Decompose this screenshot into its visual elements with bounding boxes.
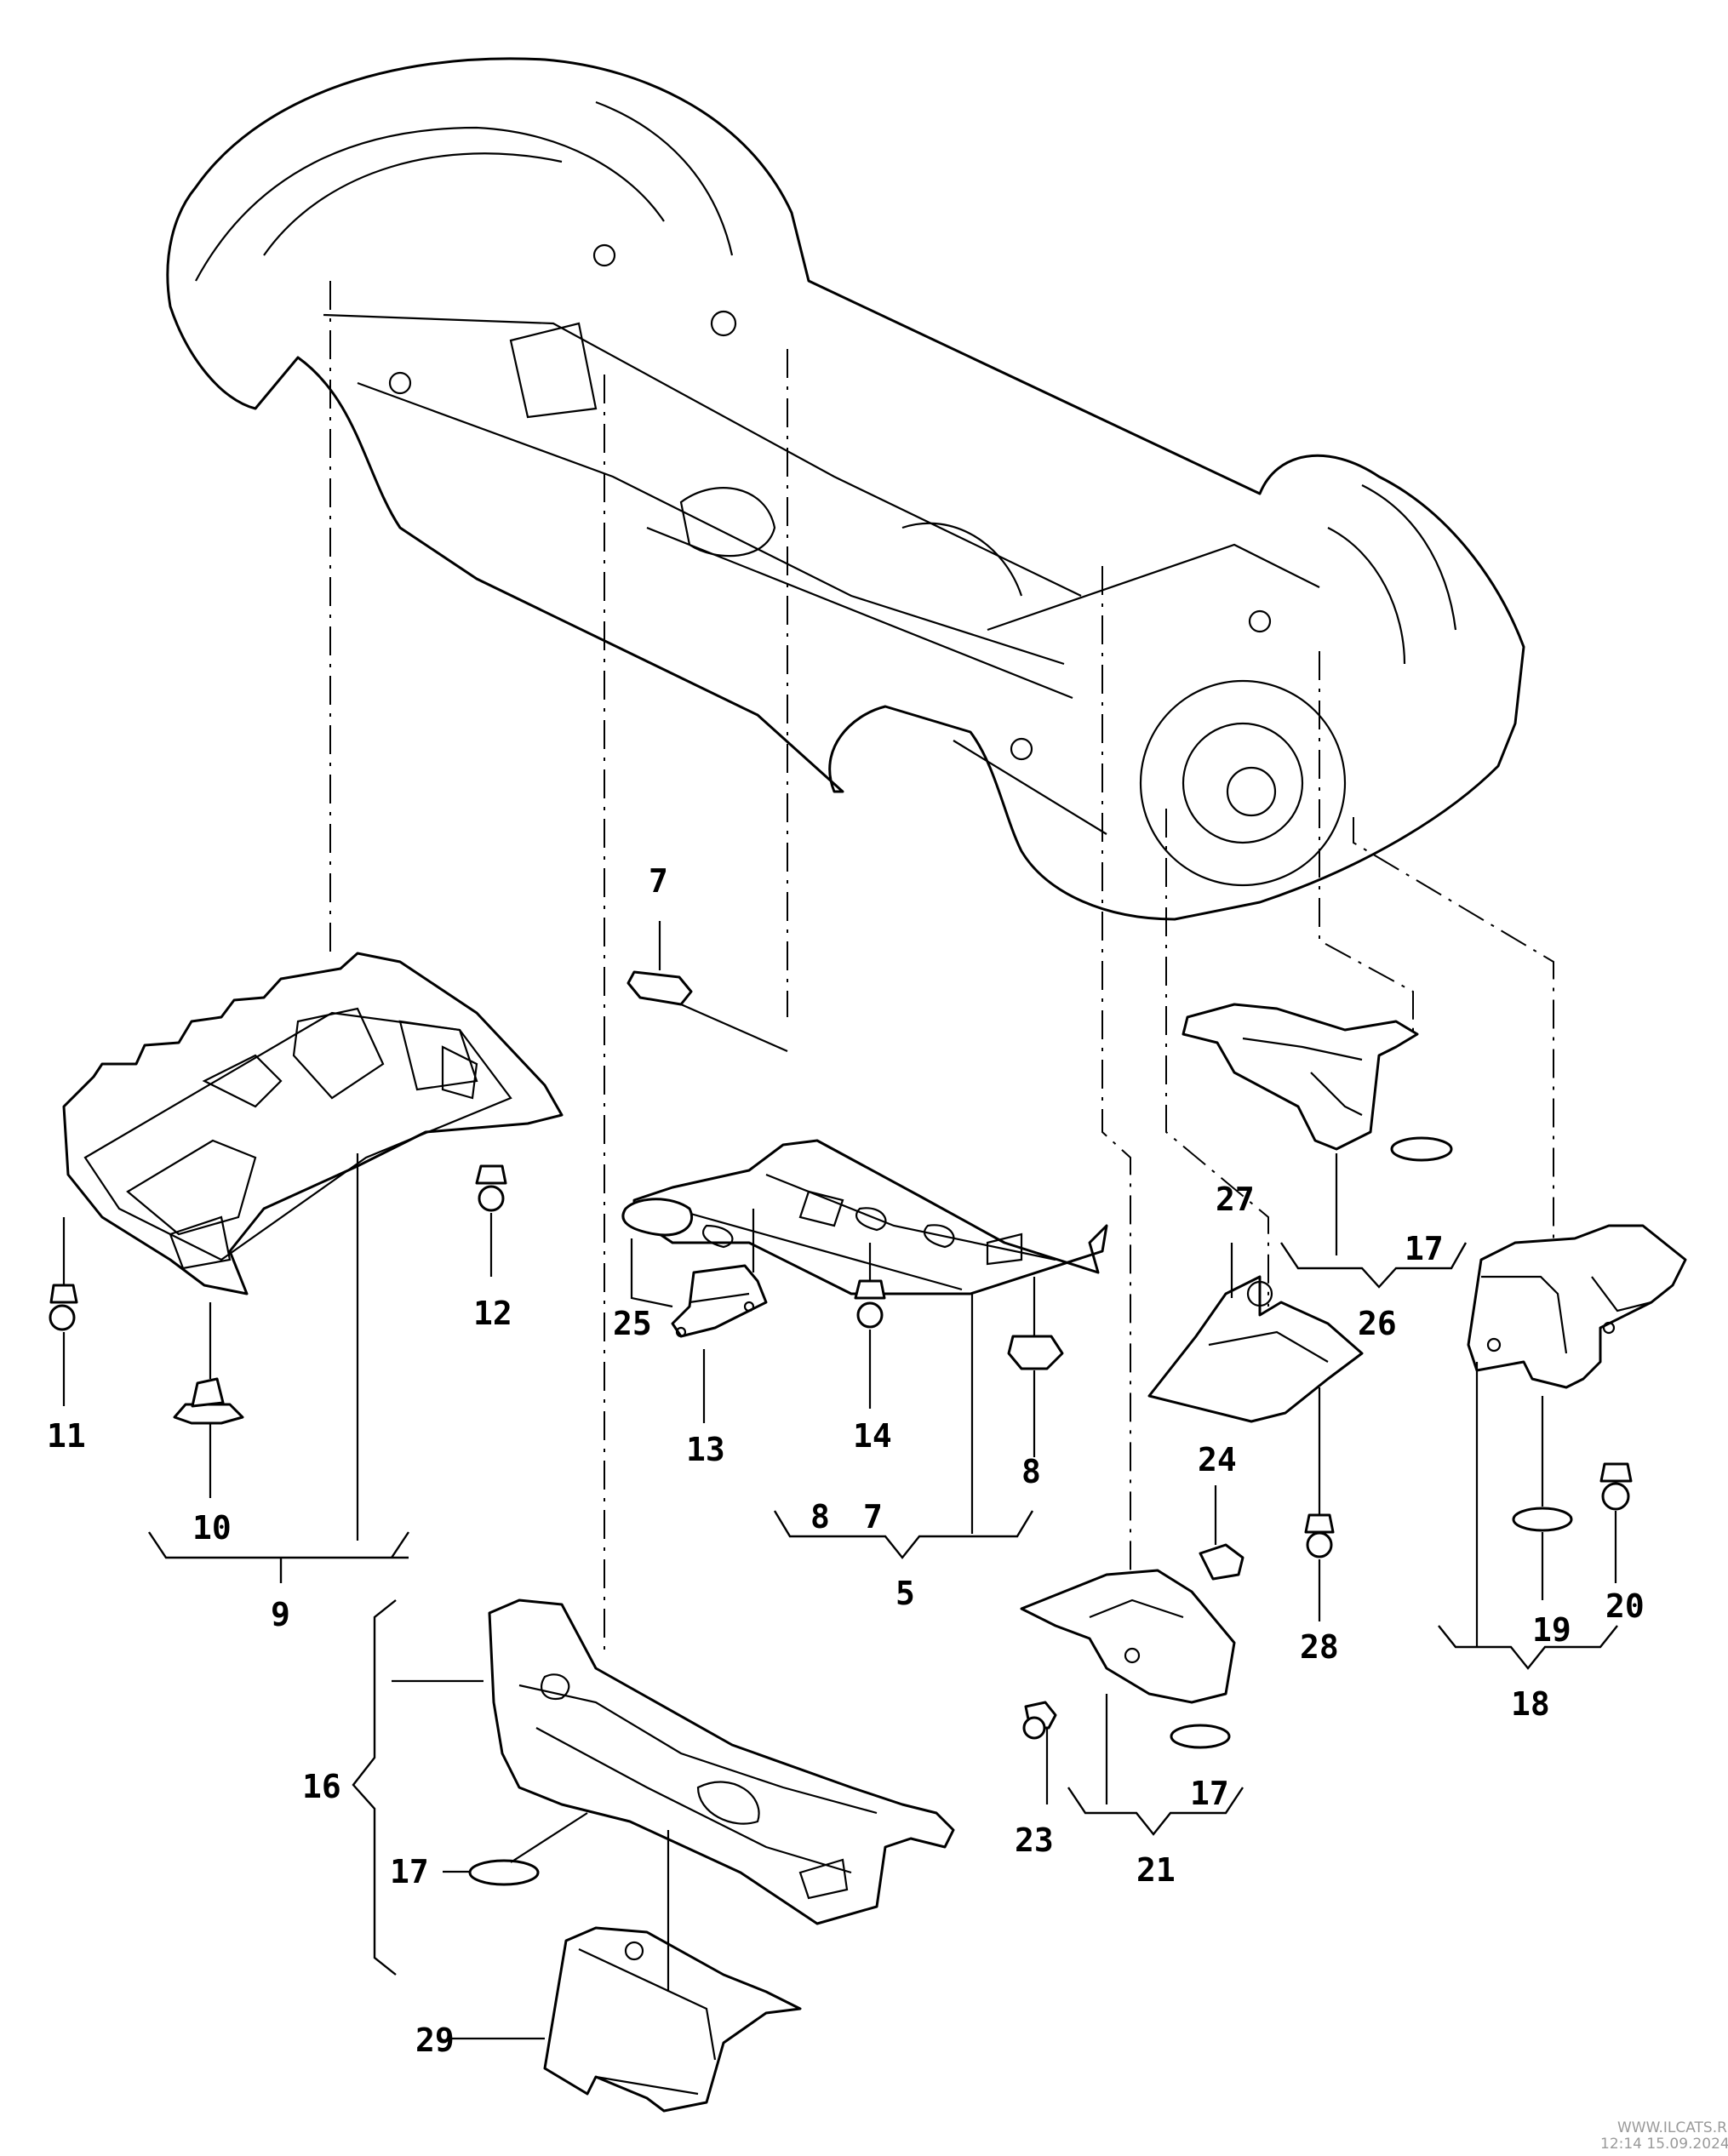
part-7-clip: [627, 970, 788, 1053]
part-14-bolt: [854, 1279, 886, 1329]
label-7-group: 7: [863, 1498, 883, 1536]
label-19: 19: [1532, 1611, 1571, 1649]
label-21: 21: [1136, 1851, 1176, 1889]
label-8-group: 8: [810, 1498, 830, 1536]
group-braces: [148, 1242, 1618, 1976]
label-5: 5: [895, 1575, 915, 1612]
part-9-front-guard: [62, 952, 564, 1295]
part-17-seal-a: [1390, 1136, 1453, 1162]
part-19-seal: [1512, 1507, 1573, 1532]
part-11-bolt: [49, 1284, 78, 1331]
assembly-lines: [329, 281, 1554, 1651]
label-23: 23: [1015, 1821, 1054, 1859]
callout-labels: 7 9 10 11 12 13 14 25 8 8 7 5 16 17 29 2…: [47, 862, 1645, 2059]
watermark: WWW.ILCATS.RU 12:14 15.09.2024: [1600, 2119, 1728, 2153]
label-7: 7: [649, 862, 668, 900]
label-18: 18: [1511, 1685, 1550, 1723]
label-10: 10: [192, 1509, 232, 1547]
part-5-center-panel: [632, 1139, 1108, 1295]
label-13: 13: [686, 1431, 725, 1468]
part-20-bolt: [1599, 1462, 1633, 1511]
label-26: 26: [1358, 1305, 1397, 1342]
part-17-seal-b: [1170, 1724, 1231, 1749]
part-12-bolt: [475, 1164, 507, 1212]
part-8-nut: [1007, 1335, 1064, 1370]
label-29: 29: [415, 2022, 455, 2059]
part-17-seal-c: [468, 1859, 540, 1886]
leader-lines: [62, 921, 1617, 2040]
label-27: 27: [1216, 1181, 1255, 1218]
part-18-heat-shield: [1467, 1224, 1687, 1389]
part-10-expanding-nut: [173, 1377, 244, 1425]
label-17-lower: 17: [1190, 1775, 1229, 1812]
watermark-timestamp: 12:14 15.09.2024: [1600, 2136, 1728, 2153]
part-21-heat-shield: [1020, 1569, 1236, 1704]
label-11: 11: [47, 1417, 86, 1455]
label-25: 25: [613, 1305, 652, 1342]
label-20: 20: [1605, 1587, 1645, 1625]
watermark-site: WWW.ILCATS.RU: [1617, 2119, 1728, 2136]
part-29-heat-shield: [543, 1926, 802, 2113]
label-14: 14: [853, 1417, 892, 1455]
part-28-bolt: [1304, 1513, 1335, 1558]
part-27-heat-shield: [1147, 1275, 1364, 1423]
label-17-right: 17: [1405, 1230, 1444, 1267]
label-16: 16: [302, 1768, 341, 1805]
part-13-bracket: [671, 1264, 768, 1338]
part-26-heat-shield: [1182, 1003, 1419, 1151]
part-25-seal: [621, 1198, 693, 1237]
label-24: 24: [1198, 1441, 1237, 1478]
part-16-tunnel-shield: [488, 1598, 955, 1925]
vehicle-body-underside: [166, 57, 1525, 921]
label-8: 8: [1021, 1453, 1041, 1490]
label-12: 12: [473, 1295, 512, 1332]
part-23-bolt: [1022, 1701, 1057, 1740]
label-17: 17: [390, 1853, 429, 1890]
part-24-clip: [1199, 1543, 1245, 1581]
label-28: 28: [1300, 1628, 1339, 1666]
label-9: 9: [271, 1596, 290, 1633]
